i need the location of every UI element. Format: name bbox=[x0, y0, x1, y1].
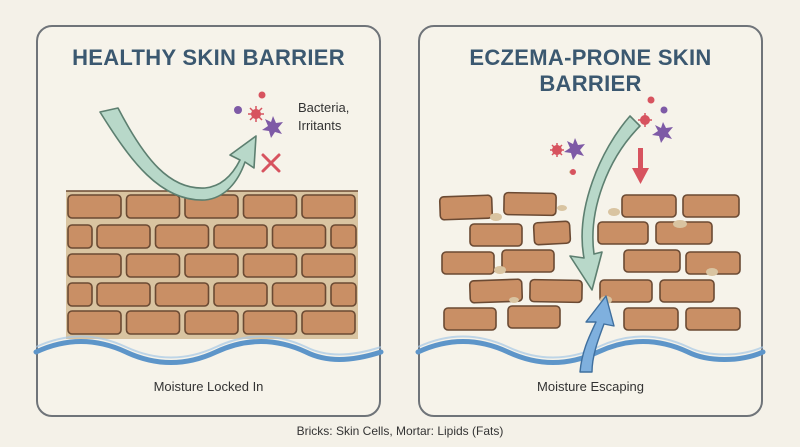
brick bbox=[599, 279, 653, 303]
brick bbox=[330, 224, 357, 249]
brick bbox=[623, 307, 679, 331]
brick bbox=[529, 278, 583, 304]
brick bbox=[125, 194, 181, 219]
brick bbox=[213, 224, 268, 249]
brick bbox=[438, 194, 494, 221]
brick bbox=[468, 278, 524, 304]
deflected-arrow bbox=[99, 107, 257, 201]
brick bbox=[501, 249, 555, 273]
brick bbox=[469, 223, 523, 247]
brick bbox=[271, 282, 327, 307]
brick bbox=[125, 253, 181, 278]
brick bbox=[685, 307, 741, 331]
brick bbox=[443, 307, 497, 331]
healthy-caption: Moisture Locked In bbox=[153, 379, 264, 394]
brick bbox=[213, 282, 268, 307]
brick bbox=[96, 224, 151, 249]
brick bbox=[682, 194, 740, 218]
brick bbox=[597, 221, 649, 245]
healthy-brick-wall bbox=[67, 194, 357, 335]
brick bbox=[67, 224, 93, 249]
brick bbox=[623, 249, 681, 273]
brick bbox=[330, 282, 357, 307]
blocked-x-icon bbox=[261, 153, 281, 173]
brick bbox=[67, 310, 122, 335]
brick bbox=[532, 220, 572, 246]
damaged-brick-wall bbox=[438, 191, 741, 331]
irritant-entry-arrow bbox=[632, 148, 649, 184]
brick bbox=[242, 310, 298, 335]
healthy-title: HEALTHY SKIN BARRIER bbox=[72, 45, 345, 70]
brick bbox=[242, 253, 298, 278]
brick bbox=[184, 310, 239, 335]
brick bbox=[154, 282, 210, 307]
brick bbox=[441, 251, 495, 275]
brick bbox=[301, 253, 356, 278]
brick bbox=[67, 282, 93, 307]
bacteria-label: Bacteria, Irritants bbox=[298, 100, 350, 133]
brick bbox=[621, 194, 677, 218]
healthy-moisture-wave bbox=[33, 339, 384, 365]
eczema-title: ECZEMA-PRONE SKIN BARRIER bbox=[469, 45, 712, 96]
brick bbox=[503, 191, 557, 217]
brick bbox=[301, 310, 356, 335]
moisture-escape-arrow bbox=[579, 295, 615, 373]
left-germs bbox=[234, 91, 283, 138]
brick bbox=[507, 305, 561, 329]
escaping-moisture-wave bbox=[415, 339, 766, 365]
brick bbox=[67, 194, 122, 219]
brick bbox=[659, 279, 715, 303]
brick bbox=[125, 310, 181, 335]
right-germs bbox=[550, 96, 673, 175]
brick bbox=[67, 253, 122, 278]
brick bbox=[301, 194, 356, 219]
legend-note: Bricks: Skin Cells, Mortar: Lipids (Fats… bbox=[296, 424, 504, 438]
eczema-caption: Moisture Escaping bbox=[537, 379, 644, 394]
brick bbox=[96, 282, 151, 307]
brick bbox=[271, 224, 327, 249]
brick bbox=[154, 224, 210, 249]
brick bbox=[184, 253, 239, 278]
penetrating-arrow bbox=[569, 115, 641, 291]
brick bbox=[242, 194, 298, 219]
